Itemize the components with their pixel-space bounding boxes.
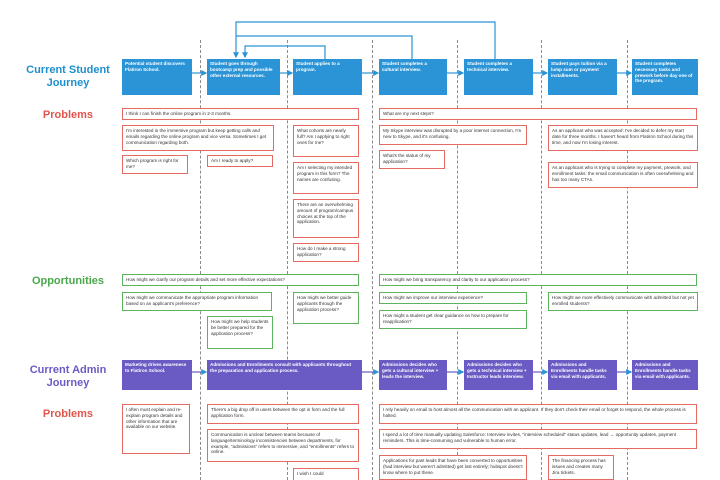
lane-label-student-problems: Problems [42,109,94,121]
column-divider [287,40,288,480]
lane-label-current-student-journey: Current Student Journey [26,64,110,89]
column-divider [372,40,373,480]
problem-note: Communication is unclear between teams b… [207,429,359,462]
opportunity-note: How might we help students be better pre… [207,316,273,349]
opportunity-note: How might we better guide applicants thr… [293,292,359,324]
problem-note: I spend a lot of time manually updating … [379,429,697,449]
student-step: Student applies to a program. [293,59,362,95]
problem-note: What's the status of my application? [379,150,445,169]
opportunity-note: How might a student get clear guidance o… [379,310,527,329]
lane-label-admin-problems: Problems [42,408,94,420]
column-divider [457,40,458,480]
student-step: Student completes a cultural interview. [379,59,447,95]
opportunity-note: How might we communicate the appropriate… [122,292,272,311]
admin-step: Admissions and Enrollments handle tasks … [548,360,617,390]
problem-note: I often must explain and re-explain prog… [122,404,190,454]
opportunity-note: How might we improve our interview exper… [379,292,527,304]
problem-note: What are my next steps? [379,108,697,120]
student-step: Student goes through bootcamp prep and p… [207,59,280,95]
lane-label-current-admin-journey: Current Admin Journey [29,364,107,389]
student-step: Student completes necessary tasks and pr… [632,59,698,95]
admin-step: Admissions and Enrollments consult with … [207,360,362,390]
problem-note: There are an overwhelming amount of prog… [293,199,359,238]
opportunity-note: How might we more effectively communicat… [548,292,698,311]
problem-note: What cohorts are nearly full? Am I apply… [293,125,359,157]
opportunity-note: How might we bring transparency and clar… [379,274,697,286]
problem-note: How do I make a strong application? [293,243,359,262]
admin-step: Admissions decides who gets a cultural i… [379,360,447,390]
column-divider [627,40,628,480]
column-divider [200,40,201,480]
problem-note: There's a big drop off in users between … [207,404,359,424]
lane-label-opportunities: Opportunities [31,275,105,287]
problem-note: I rely heavily on email to host almost a… [379,404,697,424]
problem-note: I wish I could [293,468,359,480]
problem-note: Am I selecting my intended program in th… [293,162,359,194]
student-step: Potential student discovers Flatiron Sch… [122,59,192,95]
opportunity-note: How might we clarify our program details… [122,274,359,286]
problem-note: Which program is right for me? [122,155,188,174]
problem-note: As an applicant who was accepted: I've d… [548,125,698,151]
problem-note: Am I ready to apply? [207,155,273,167]
student-step: Student pays tuition via a lump sum or p… [548,59,617,95]
student-step: Student completes a technical interview. [464,59,533,95]
admin-step: Admissions and Enrollments handle tasks … [632,360,698,390]
problem-note: My Skype interview was disrupted by a po… [379,125,527,145]
column-divider [541,40,542,480]
problem-note: I think I can finish the online program … [122,108,359,120]
admin-step: Marketing drives awareness to Flatiron S… [122,360,192,390]
problem-note: I'm interested in the immersive program … [122,125,274,151]
problem-note: The financing process has issues and cre… [548,455,614,480]
problem-note: Applications for past leads that have be… [379,455,527,480]
admin-step: Admissions decides who gets a technical … [464,360,533,390]
problem-note: As an applicant who is trying to complet… [548,162,698,188]
